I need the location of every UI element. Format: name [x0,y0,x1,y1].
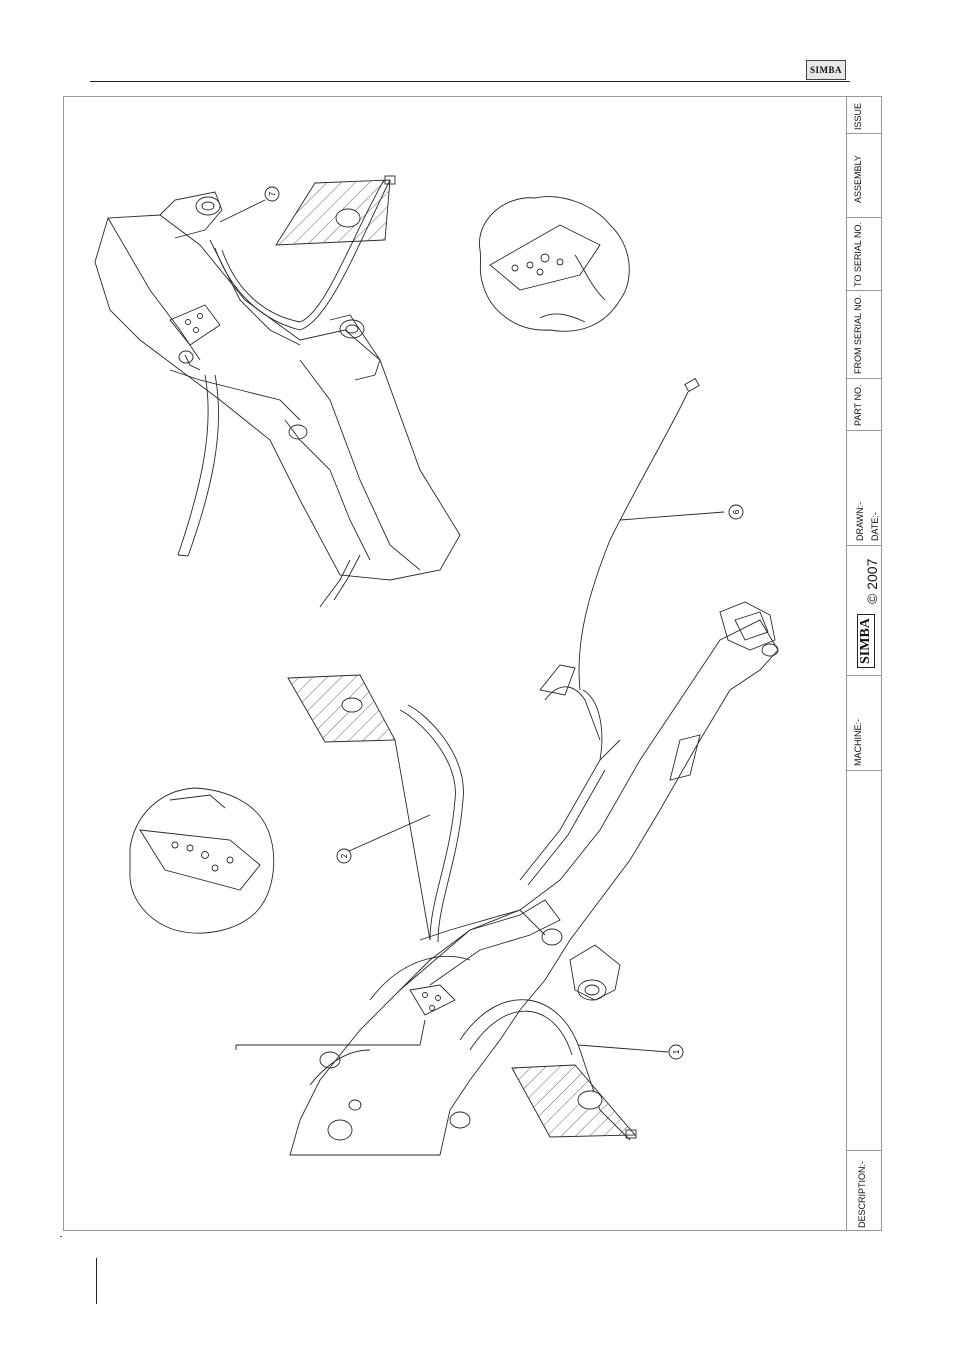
callout-7: 7 [265,187,279,201]
lower-hatched-plate [512,1065,636,1138]
title-divider [846,675,882,676]
footer-rule [96,1258,97,1304]
page-mark [60,1236,62,1237]
leader-2 [340,815,430,855]
simba-logo: SIMBA [857,614,875,668]
title-divider [846,1150,882,1151]
header-rule [90,81,850,82]
title-divider [846,378,882,379]
title-divider [866,430,882,431]
description-label: DESCRIPTION:- [857,1161,867,1228]
cable-6 [579,379,699,760]
title-divider [846,290,882,291]
svg-text:7: 7 [268,191,277,196]
leader-7 [220,200,265,222]
technical-drawing: 7 6 2 1 [64,97,846,1230]
date-label: DATE:- [870,512,880,541]
callout-2: 2 [337,849,351,863]
assembly-label: ASSEMBLY [853,155,863,203]
leader-unlabelled [236,1020,425,1050]
callout-6: 6 [729,505,743,519]
machine-label: MACHINE:- [853,719,863,766]
copyright-text: © 2007 [864,559,880,604]
upper-hatched-plate [276,176,395,245]
title-divider [846,545,882,546]
middle-hatched-plate [288,675,430,940]
header-logo: SIMBA [806,60,846,80]
drawn-label: DRAWN:- [855,502,865,541]
part-no-label: PART NO. [853,384,863,426]
title-divider [846,770,882,771]
callout-1: 1 [669,1045,683,1059]
upper-detail-view [479,197,629,332]
title-strip-divider [846,97,847,1230]
lower-detail-view [130,788,274,933]
svg-text:6: 6 [732,509,741,514]
issue-label: ISSUE [853,103,863,130]
title-divider [846,133,882,134]
to-serial-label: TO SERIAL NO. [853,222,863,287]
leader-1 [578,1045,668,1052]
svg-text:1: 1 [672,1049,681,1054]
title-divider [846,217,882,218]
svg-text:2: 2 [340,853,349,858]
from-serial-label: FROM SERIAL NO. [853,295,863,374]
leader-6 [620,512,724,520]
